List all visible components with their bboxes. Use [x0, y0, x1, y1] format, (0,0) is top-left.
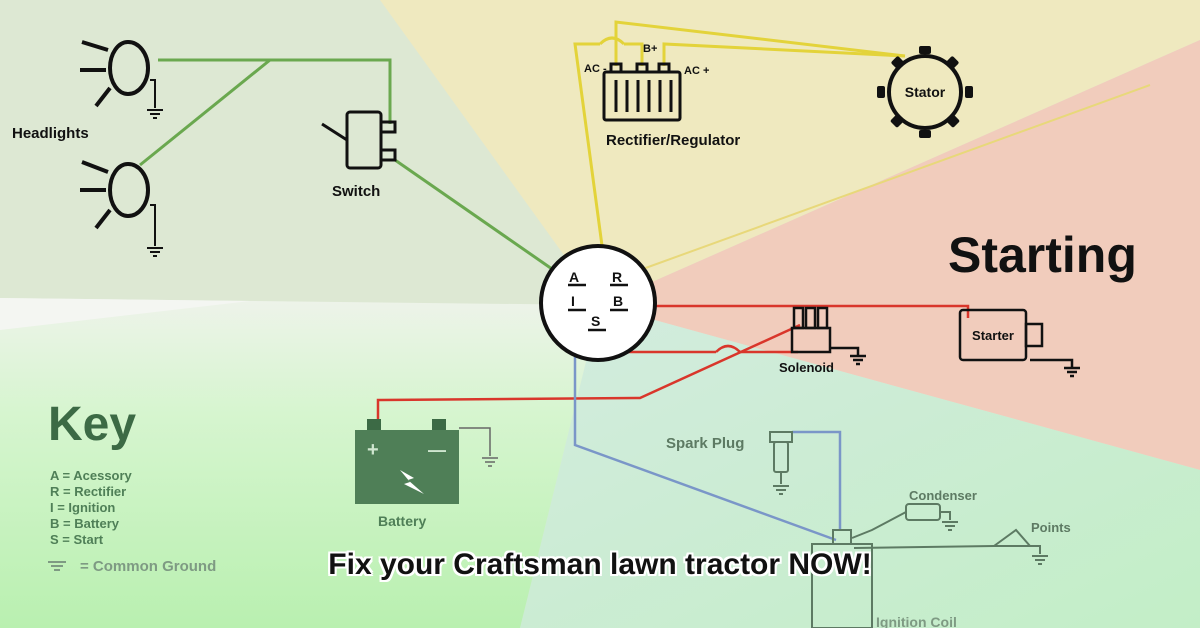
- solenoid-label: Solenoid: [779, 360, 834, 375]
- condenser: [851, 503, 958, 539]
- battery: [355, 419, 498, 504]
- starter-motor: [958, 308, 1080, 378]
- caption-banner: Fix your Craftsman lawn tractor NOW!: [328, 548, 872, 581]
- ground-symbol-legend: [48, 561, 66, 571]
- wire-ac-minus-to-stator: [614, 20, 906, 66]
- rectifier-ac-minus: AC -: [584, 63, 607, 75]
- terminal-s: S: [591, 313, 600, 329]
- ignition-switch: [539, 244, 657, 362]
- charging-wires: [573, 20, 1151, 271]
- spark-plug-label: Spark Plug: [666, 435, 744, 452]
- rectifier-ac-plus: AC +: [684, 65, 709, 77]
- ignition-region: [520, 305, 1200, 628]
- points-label: Points: [1031, 520, 1071, 535]
- spark-plug: [769, 431, 793, 495]
- legend-item: R = Rectifier: [50, 484, 126, 499]
- condenser-label: Condenser: [909, 488, 977, 503]
- headlight-bottom: [80, 160, 163, 257]
- wire-b-plus: [624, 42, 644, 66]
- legend-item: B = Battery: [50, 516, 120, 531]
- wire-headlight-top-to-switch: [158, 58, 392, 124]
- stator-label: Stator: [905, 84, 946, 100]
- battery-plus: +: [367, 439, 379, 461]
- light-switch: [321, 110, 397, 170]
- starting-region: [600, 40, 1200, 470]
- battery-label: Battery: [378, 513, 426, 529]
- wire-ac-plus-to-stator: [662, 42, 906, 66]
- stator: [877, 46, 973, 138]
- section-title-starting: Starting: [948, 227, 1137, 283]
- battery-minus: —: [428, 440, 446, 460]
- wire-battery-to-solenoid: [376, 323, 801, 420]
- wire-ignition-r-to-rectifier: [573, 42, 607, 269]
- wire-headlight-bottom: [139, 58, 271, 167]
- key-region: [0, 298, 600, 628]
- lighting-wires: [139, 58, 566, 280]
- headlights-label: Headlights: [12, 125, 89, 142]
- headlight-top: [80, 40, 163, 119]
- charging-region: [380, 0, 1200, 305]
- starter-label: Starter: [972, 328, 1014, 343]
- wire-hop: [598, 36, 626, 46]
- terminal-r: R: [612, 269, 622, 285]
- wire-switch-to-ignition: [394, 158, 566, 280]
- wire-b-to-starter: [640, 304, 970, 318]
- legend-item: S = Start: [50, 532, 104, 547]
- wire-s-hop: [715, 344, 741, 353]
- region-divider: [639, 84, 1151, 271]
- rectifier-regulator: [602, 62, 682, 122]
- switch-label: Switch: [332, 183, 380, 200]
- legend-ground: = Common Ground: [80, 558, 216, 575]
- terminal-i: I: [571, 293, 575, 309]
- legend-item: I = Ignition: [50, 500, 115, 515]
- terminal-a: A: [569, 269, 579, 285]
- legend-item: A = Acessory: [50, 468, 133, 483]
- wire-plug-to-coil: [792, 430, 842, 530]
- solenoid: [790, 306, 866, 366]
- key-title: Key: [48, 398, 136, 451]
- key-region-highlight: [0, 298, 250, 330]
- points: [853, 528, 1048, 565]
- legend-list: A = Acessory R = Rectifier I = Ignition …: [50, 468, 133, 547]
- rectifier-b-plus: B+: [643, 43, 657, 55]
- rectifier-label: Rectifier/Regulator: [606, 132, 740, 149]
- terminal-b: B: [613, 293, 623, 309]
- ignition-coil-label: Ignition Coil: [876, 614, 957, 628]
- ignition-coil: [811, 529, 873, 628]
